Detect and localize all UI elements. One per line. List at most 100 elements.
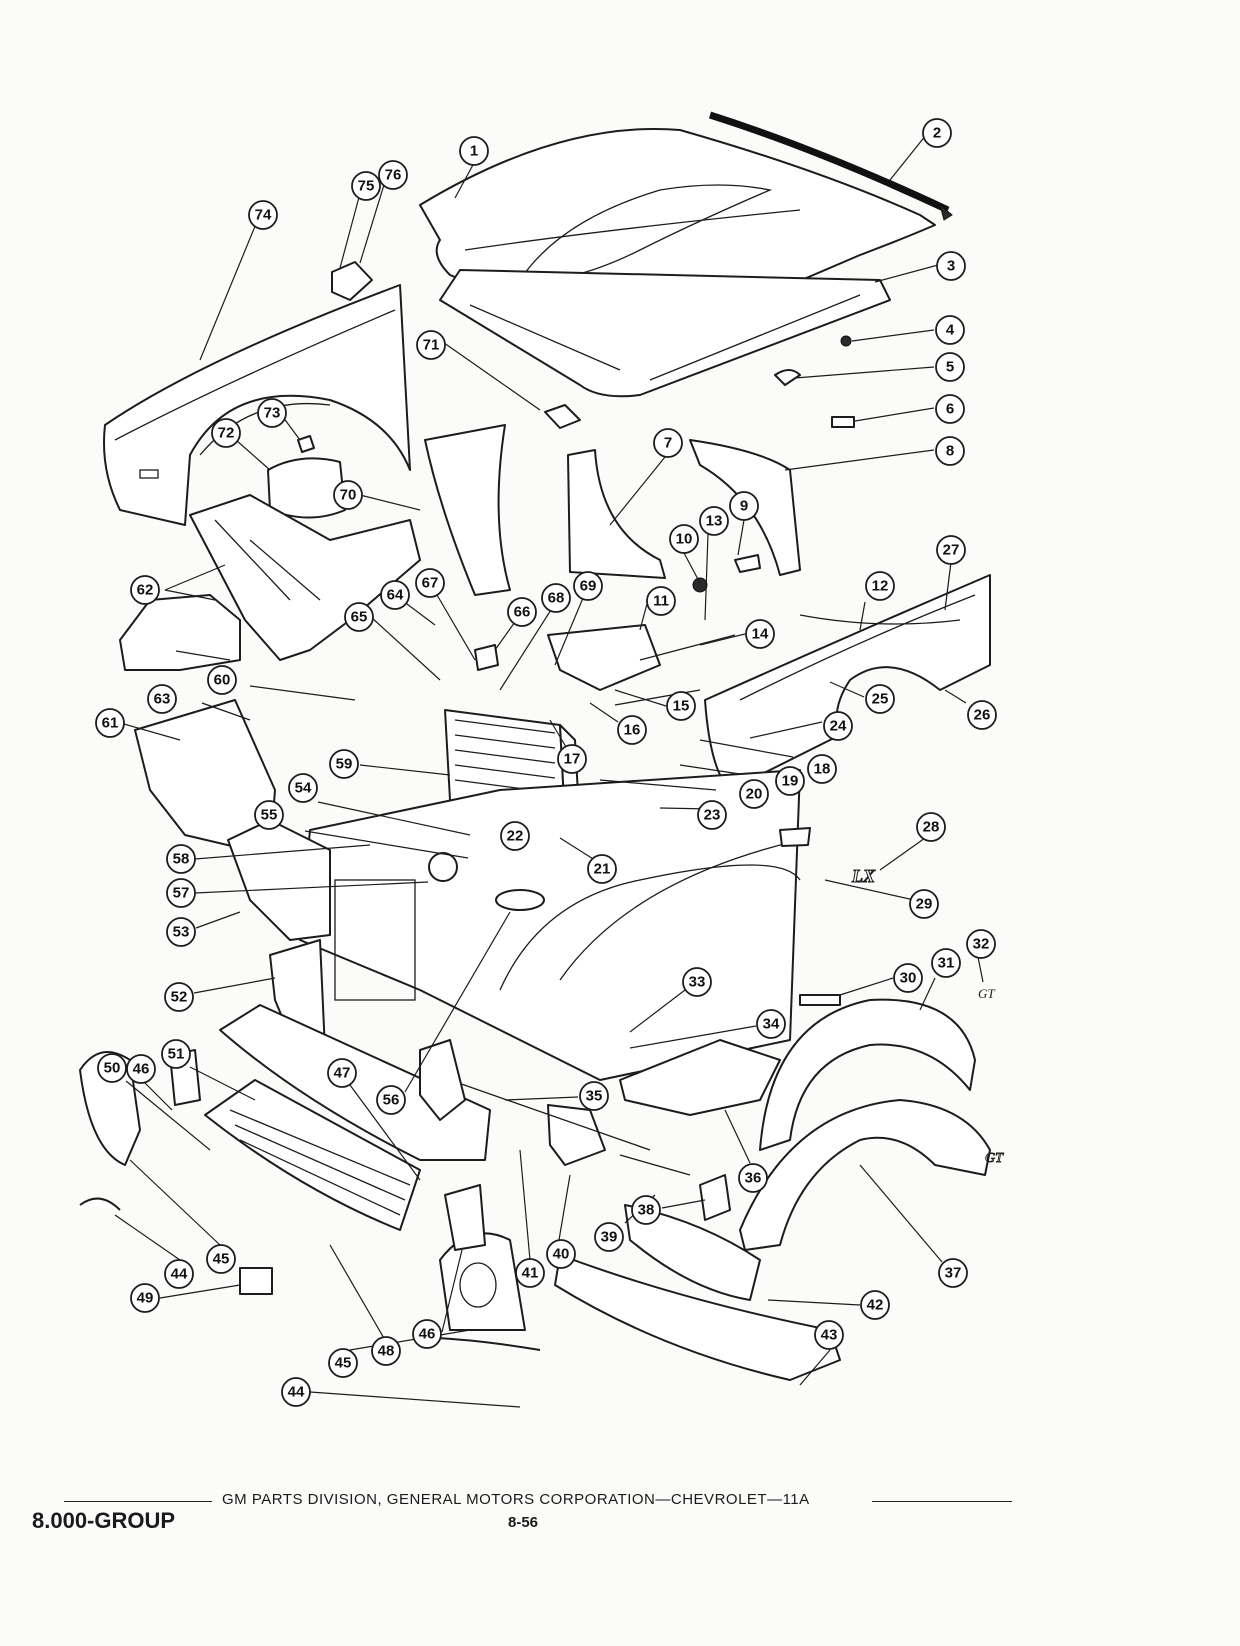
callout-label: 58 [173,851,190,868]
callout-label: 13 [706,513,723,530]
callout-label: 65 [351,609,368,626]
callout-21: 21 [587,854,617,884]
callout-45-a: 45 [206,1244,236,1274]
callout-52: 52 [164,982,194,1012]
hood-inner-panel [439,269,891,398]
callout-label: 10 [676,531,693,548]
callout-label: 73 [264,405,281,422]
callout-label: 46 [133,1061,150,1078]
callout-39: 39 [594,1222,624,1252]
callout-label: 45 [213,1251,230,1268]
callout-59: 59 [329,749,359,779]
callout-label: 8 [946,443,954,460]
callout-19: 19 [775,766,805,796]
core-support-assembly [299,769,801,1081]
callout-26: 26 [967,700,997,730]
footer-rule-left [64,1501,212,1502]
callout-label: 44 [171,1266,188,1283]
callout-22: 22 [500,821,530,851]
callout-label: 39 [601,1229,618,1246]
callout-label: 69 [580,578,597,595]
callout-label: 67 [422,575,439,592]
callout-37: 37 [938,1258,968,1288]
callout-8: 8 [935,436,965,466]
callout-24: 24 [823,711,853,741]
callout-18: 18 [807,754,837,784]
callout-label: 42 [867,1297,884,1314]
callout-72: 72 [211,418,241,448]
washer-bottle [267,435,346,519]
left-inner-panel-53-61 [134,699,331,1061]
callout-23: 23 [697,800,727,830]
callout-13: 13 [699,506,729,536]
callout-label: 55 [261,807,278,824]
callout-63: 63 [147,684,177,714]
headlamp-bezel-45 [79,1051,526,1331]
callout-label: 62 [137,582,154,599]
callout-label: 31 [938,955,955,972]
footer-rule-right [872,1501,1012,1502]
callout-label: 14 [752,626,769,643]
callout-label: 9 [740,498,748,515]
callout-36: 36 [738,1163,768,1193]
callout-54: 54 [288,773,318,803]
callout-57: 57 [166,878,196,908]
callout-label: 70 [340,487,357,504]
callout-label: 50 [104,1060,121,1077]
callout-label: 16 [624,722,641,739]
hood-latch-hardware [474,554,761,706]
callout-label: 32 [973,936,990,953]
callout-61: 61 [95,708,125,738]
callout-16: 16 [617,715,647,745]
callout-label: 48 [378,1343,395,1360]
callout-70: 70 [333,480,363,510]
callout-label: 36 [745,1170,762,1187]
footer-page-number: 8-56 [508,1514,539,1531]
callout-label: 56 [383,1092,400,1109]
callout-35: 35 [579,1081,609,1111]
callouts: 1 2 3 4 5 6 7 8 9 10 11 12 13 14 15 16 1… [95,118,997,1407]
callout-label: 46 [419,1326,436,1343]
callout-label: 18 [814,761,831,778]
callout-label: 28 [923,819,940,836]
windshield-weatherstrip [708,111,953,221]
callout-label: 33 [689,974,706,991]
callout-label: 66 [514,604,531,621]
callout-label: 29 [916,896,933,913]
callout-55: 55 [254,800,284,830]
callout-label: 5 [946,359,954,376]
callout-label: 49 [137,1290,154,1307]
leader-lines [114,129,984,1408]
callout-label: 41 [522,1265,539,1282]
front-bumper-42-43 [554,1204,841,1381]
callout-label: 21 [594,861,611,878]
callout-label: 76 [385,167,402,184]
callout-label: 75 [358,178,375,195]
callout-4: 4 [935,315,965,345]
radiator-baffle-70 [424,424,511,596]
callout-74: 74 [248,200,278,230]
callout-56: 56 [376,1085,406,1115]
callout-29: 29 [909,889,939,919]
gt-badge: GT [978,986,995,1001]
callout-66: 66 [507,597,537,627]
callout-28: 28 [916,812,946,842]
callout-38: 38 [631,1195,661,1225]
footer-group: 8.000-GROUP [32,1508,176,1533]
nameplate-emblem: LX [851,866,876,886]
wheelhouse-liner-31 [759,998,976,1151]
callout-76: 76 [378,160,408,190]
callout-41: 41 [515,1258,545,1288]
callout-32: 32 [966,929,996,959]
callout-label: 68 [548,590,565,607]
left-fender [103,284,411,526]
callout-label: 35 [586,1088,603,1105]
callout-2: 2 [922,118,952,148]
callout-40: 40 [546,1239,576,1269]
callout-label: 7 [664,435,672,452]
callout-label: 74 [255,207,272,224]
wheel-opening-molding-37 [739,1099,991,1251]
callout-49: 49 [130,1283,160,1313]
callout-label: 12 [872,578,889,595]
callout-42: 42 [860,1290,890,1320]
